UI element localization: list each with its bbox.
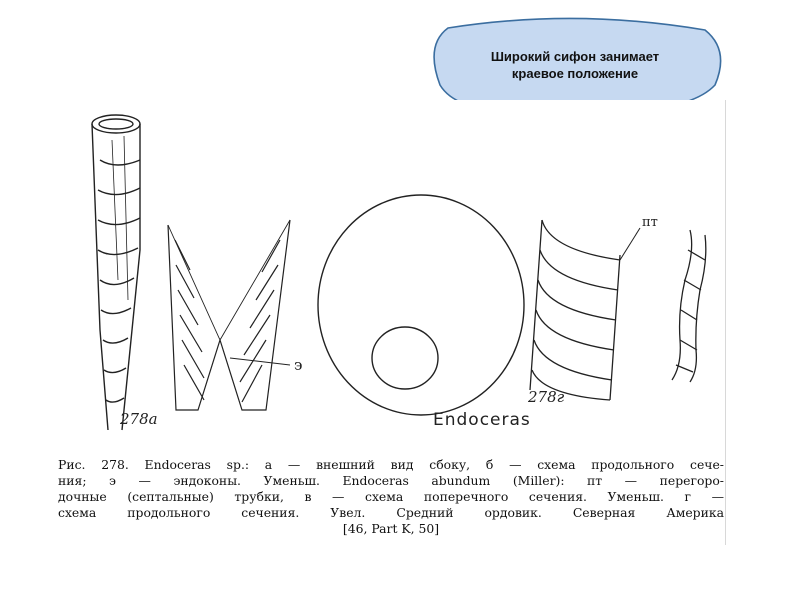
label-endocone: э: [294, 356, 303, 374]
figure-area: 278а э пт 278г Endoceras: [80, 100, 726, 545]
label-septal-necks: пт: [642, 215, 658, 230]
cross-section-drawing: [317, 194, 525, 416]
callout-text-line1: Широкий сифон занимает: [490, 49, 660, 64]
figure-drawings: [91, 114, 707, 431]
shell-outline: [317, 194, 525, 416]
caption-line: Рис. 278. Endoceras sp.: а — внешний вид…: [58, 457, 724, 472]
callout-text: Широкий сифон занимает краевое положение: [455, 48, 695, 82]
siphuncle-outline: [371, 326, 439, 390]
label-278a: 278а: [120, 410, 158, 428]
caption-line: схема продольного сечения. Увел. Средний…: [58, 505, 724, 520]
caption-line: ния; э — эндоконы. Уменьш. Endoceras abu…: [58, 473, 724, 488]
septal-section-drawing: [529, 219, 707, 401]
caption-reference: [46, Part K, 50]: [342, 521, 440, 536]
figure-caption: Рис. 278. Endoceras sp.: а — внешний вид…: [58, 457, 724, 537]
caption-line: дочные (септальные) трубки, в — схема по…: [58, 489, 724, 504]
shell-exterior-drawing: [91, 114, 141, 431]
longitudinal-section-drawing: [167, 219, 291, 411]
endoceras-label: Endoceras: [433, 410, 531, 430]
label-278g: 278г: [528, 388, 565, 406]
callout-text-line2: краевое положение: [511, 66, 639, 81]
